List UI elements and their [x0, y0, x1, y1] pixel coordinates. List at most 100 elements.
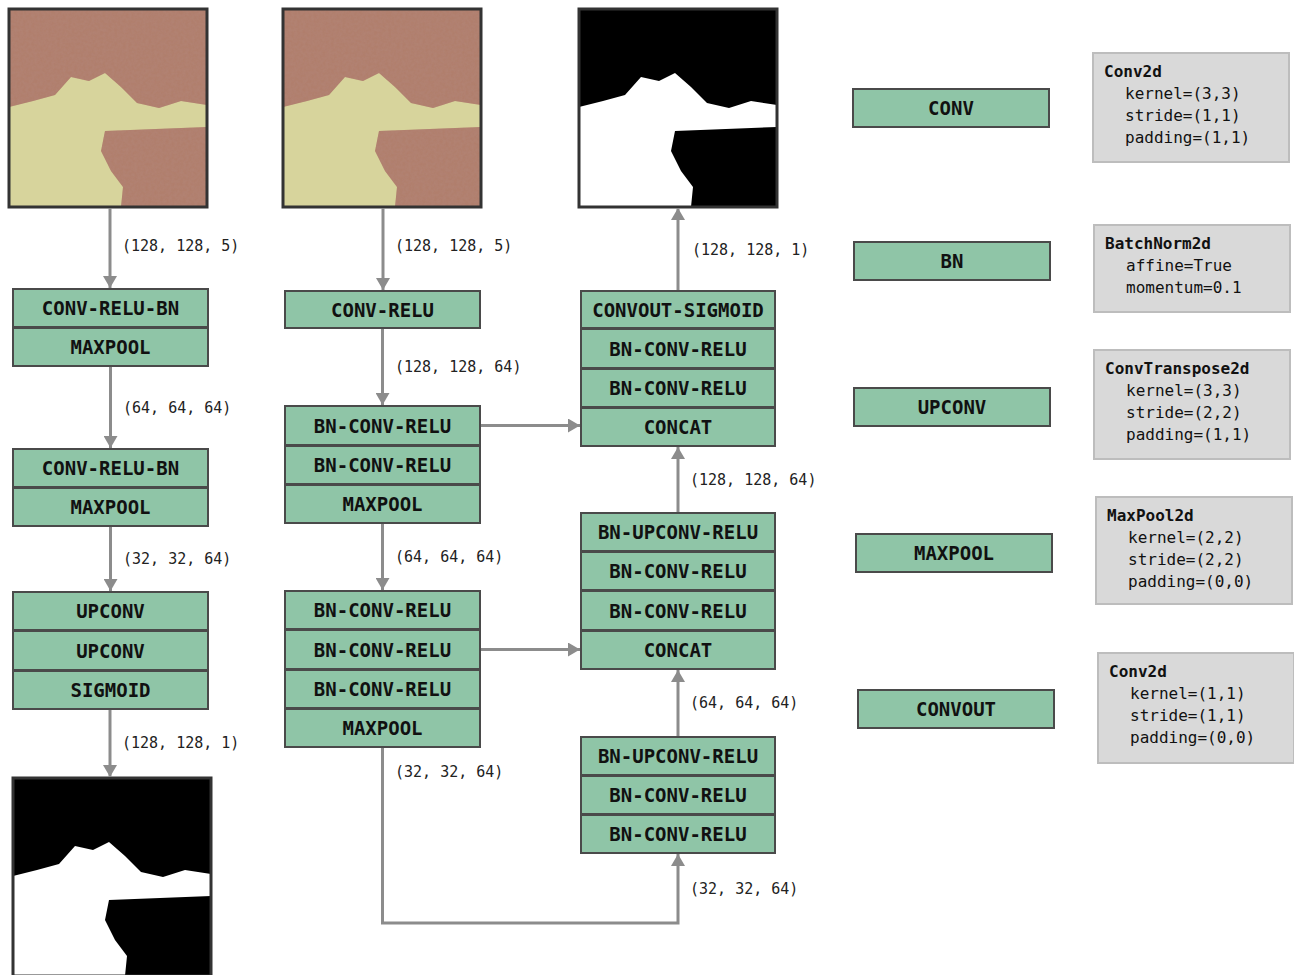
dimension-label: (128, 128, 5)	[120, 236, 241, 256]
layer-label: CONV-RELU-BN	[42, 297, 179, 319]
layer-box: BN-CONV-RELU	[284, 405, 481, 446]
layer-box: UPCONV	[12, 630, 209, 671]
layer-box: UPCONV	[853, 387, 1051, 427]
layer-label: MAXPOOL	[342, 493, 422, 515]
parameter-line: stride=(1,1)	[1125, 105, 1241, 127]
flow-arrow	[109, 208, 112, 288]
layer-label: BN-CONV-RELU	[314, 454, 451, 476]
dimension-label: (32, 32, 64)	[393, 762, 505, 782]
layer-label: CONV	[928, 97, 974, 119]
parameter-line: stride=(2,2)	[1126, 402, 1242, 424]
layer-label: BN-CONV-RELU	[314, 678, 451, 700]
layer-box: CONVOUT	[857, 689, 1055, 729]
parameter-line: padding=(1,1)	[1125, 127, 1250, 149]
parameter-heading: BatchNorm2d	[1105, 233, 1211, 255]
layer-box: BN-CONV-RELU	[284, 590, 481, 630]
output-mask	[13, 778, 211, 975]
dimension-label: (128, 128, 64)	[688, 470, 818, 490]
layer-box: BN-CONV-RELU	[284, 445, 481, 485]
parameter-line: padding=(0,0)	[1130, 727, 1255, 749]
layer-label: CONV-RELU	[331, 299, 434, 321]
parameter-heading: Conv2d	[1109, 661, 1167, 683]
layer-box: BN-UPCONV-RELU	[580, 736, 776, 776]
layer-label: CONCAT	[644, 416, 713, 438]
layer-box: MAXPOOL	[12, 327, 209, 367]
layer-label: CONVOUT-SIGMOID	[592, 299, 764, 321]
connector-arrow	[109, 527, 112, 591]
layer-label: BN-CONV-RELU	[609, 784, 746, 806]
layer-label: BN-CONV-RELU	[609, 560, 746, 582]
parameter-box: ConvTranspose2dkernel=(3,3)stride=(2,2)p…	[1093, 349, 1291, 460]
layer-box: BN-CONV-RELU	[580, 328, 776, 369]
layer-label: MAXPOOL	[70, 336, 150, 358]
layer-label: MAXPOOL	[70, 496, 150, 518]
layer-box: CONVOUT-SIGMOID	[580, 290, 776, 329]
parameter-line: padding=(0,0)	[1128, 571, 1253, 593]
dimension-label: (64, 64, 64)	[121, 398, 233, 418]
dimension-label: (64, 64, 64)	[688, 693, 800, 713]
layer-label: BN-UPCONV-RELU	[598, 521, 758, 543]
parameter-line: kernel=(2,2)	[1128, 527, 1244, 549]
layer-label: UPCONV	[76, 640, 145, 662]
layer-box: BN-UPCONV-RELU	[580, 512, 776, 552]
layer-box: BN-CONV-RELU	[580, 551, 776, 591]
layer-box: BN-CONV-RELU	[580, 814, 776, 854]
dimension-label: (128, 128, 5)	[393, 236, 514, 256]
layer-label: BN-UPCONV-RELU	[598, 745, 758, 767]
layer-label: BN-CONV-RELU	[609, 377, 746, 399]
connector-arrow	[677, 447, 680, 512]
layer-box: MAXPOOL	[284, 708, 481, 748]
input-image	[283, 9, 481, 207]
parameter-box: MaxPool2dkernel=(2,2)stride=(2,2)padding…	[1095, 496, 1293, 605]
layer-label: BN-CONV-RELU	[314, 639, 451, 661]
layer-label: CONVOUT	[916, 698, 996, 720]
layer-label: UPCONV	[918, 396, 987, 418]
connector-arrow	[677, 670, 680, 736]
parameter-heading: MaxPool2d	[1107, 505, 1194, 527]
layer-box: CONV-RELU-BN	[12, 288, 209, 328]
layer-label: CONV-RELU-BN	[42, 457, 179, 479]
parameter-line: stride=(1,1)	[1130, 705, 1246, 727]
input-image	[9, 9, 207, 207]
parameter-line: kernel=(1,1)	[1130, 683, 1246, 705]
layer-label: CONCAT	[644, 639, 713, 661]
parameter-line: momentum=0.1	[1126, 277, 1242, 299]
connector-arrow	[481, 424, 580, 427]
parameter-line: padding=(1,1)	[1126, 424, 1251, 446]
layer-label: BN-CONV-RELU	[314, 599, 451, 621]
layer-label: BN	[941, 250, 964, 272]
layer-box: BN-CONV-RELU	[580, 590, 776, 631]
layer-box: UPCONV	[12, 591, 209, 631]
flow-arrow	[109, 710, 112, 777]
dimension-label: (128, 128, 64)	[393, 357, 523, 377]
layer-label: SIGMOID	[70, 679, 150, 701]
layer-box: CONV	[852, 88, 1050, 128]
layer-box: SIGMOID	[12, 670, 209, 710]
layer-label: MAXPOOL	[914, 542, 994, 564]
dimension-label: (128, 128, 1)	[120, 733, 241, 753]
layer-label: BN-CONV-RELU	[609, 338, 746, 360]
layer-label: MAXPOOL	[342, 717, 422, 739]
parameter-box: BatchNorm2daffine=Truemomentum=0.1	[1093, 224, 1291, 313]
parameter-heading: Conv2d	[1104, 61, 1162, 83]
layer-box: BN-CONV-RELU	[580, 368, 776, 408]
layer-box: MAXPOOL	[855, 533, 1053, 573]
flow-arrow	[382, 208, 385, 290]
layer-box: BN-CONV-RELU	[284, 669, 481, 709]
layer-box: CONV-RELU-BN	[12, 448, 209, 488]
layer-box: BN-CONV-RELU	[284, 629, 481, 670]
layer-box: MAXPOOL	[284, 484, 481, 524]
parameter-line: affine=True	[1126, 255, 1232, 277]
parameter-box: Conv2dkernel=(1,1)stride=(1,1)padding=(0…	[1097, 652, 1294, 764]
output-mask	[579, 9, 777, 207]
connector-arrow	[381, 524, 384, 590]
parameter-line: kernel=(3,3)	[1125, 83, 1241, 105]
parameter-heading: ConvTranspose2d	[1105, 358, 1250, 380]
layer-box: CONCAT	[580, 630, 776, 670]
dimension-label: (128, 128, 1)	[690, 240, 811, 260]
parameter-line: stride=(2,2)	[1128, 549, 1244, 571]
layer-label: BN-CONV-RELU	[609, 600, 746, 622]
layer-box: CONCAT	[580, 407, 776, 447]
layer-label: BN-CONV-RELU	[609, 823, 746, 845]
dimension-label: (32, 32, 64)	[121, 549, 233, 569]
